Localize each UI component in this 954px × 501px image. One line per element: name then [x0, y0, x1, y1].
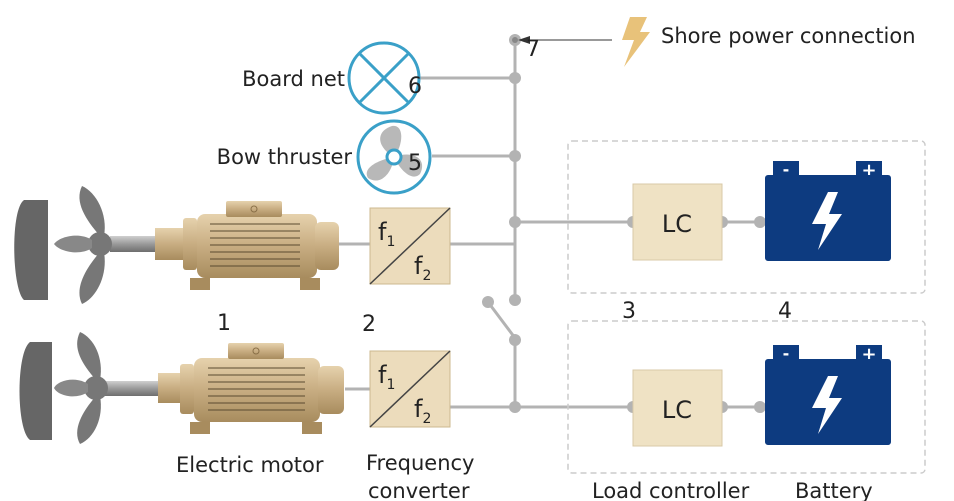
load-controller-label: Load controller	[592, 479, 750, 501]
electric-motor-top	[155, 201, 339, 290]
svg-text:f2: f2	[414, 395, 431, 427]
battery-icon: - +	[765, 344, 891, 445]
svg-text:f1: f1	[378, 218, 395, 250]
junction-lc-bottom	[509, 401, 521, 413]
junction-switch-top	[509, 294, 521, 306]
propeller-fan-icon	[356, 119, 432, 195]
battery-group-top	[567, 140, 926, 294]
propeller-blade	[77, 396, 101, 444]
number-1: 1	[217, 311, 231, 336]
junction-lc-top	[509, 216, 521, 228]
frequency-converter-label: Frequency converter	[366, 451, 481, 501]
number-4: 4	[778, 299, 792, 324]
propeller-assembly-top	[14, 186, 162, 304]
number-5: 5	[408, 151, 422, 176]
lc-label: LC	[662, 210, 692, 238]
shaft	[110, 236, 162, 252]
shore-power-label: Shore power connection	[661, 24, 916, 48]
svg-text:f1: f1	[378, 361, 395, 393]
junction-switch-pivot	[482, 296, 494, 308]
battery-label: Battery	[795, 479, 873, 501]
lightning-bolt-icon	[622, 17, 650, 67]
junction-switch-bottom	[509, 334, 521, 346]
battery-icon: - +	[765, 160, 891, 261]
svg-text:f2: f2	[414, 252, 431, 284]
number-2: 2	[362, 312, 376, 337]
number-3: 3	[622, 299, 636, 324]
junction-bow	[509, 150, 521, 162]
board-net-label: Board net	[242, 67, 345, 91]
frequency-converter-top: f1 f2	[369, 207, 451, 285]
propeller-blade	[79, 252, 105, 304]
load-controller-bottom: LC	[632, 369, 723, 447]
shaft	[104, 381, 158, 396]
lamp-cross-icon	[347, 41, 421, 115]
number-6: 6	[408, 74, 422, 99]
battery-group-bottom	[567, 320, 926, 474]
propeller-blade	[77, 332, 101, 380]
electric-motor-label: Electric motor	[176, 453, 324, 477]
rudder	[14, 200, 48, 300]
rudder	[19, 342, 52, 440]
junction-board-net	[509, 72, 521, 84]
load-controller-top: LC	[632, 183, 723, 261]
svg-text:-: -	[783, 160, 790, 179]
lc-label: LC	[662, 396, 692, 424]
propeller-blade	[54, 379, 88, 397]
propeller-assembly-bottom	[19, 332, 158, 444]
number-7: 7	[526, 37, 540, 62]
electric-motor-bottom	[158, 343, 344, 434]
shore-arrow	[518, 36, 612, 44]
bow-thruster-label: Bow thruster	[217, 145, 353, 169]
propeller-blade	[54, 235, 92, 253]
svg-text:-: -	[783, 344, 790, 363]
frequency-converter-bottom: f1 f2	[369, 350, 451, 428]
propeller-blade	[79, 186, 105, 236]
